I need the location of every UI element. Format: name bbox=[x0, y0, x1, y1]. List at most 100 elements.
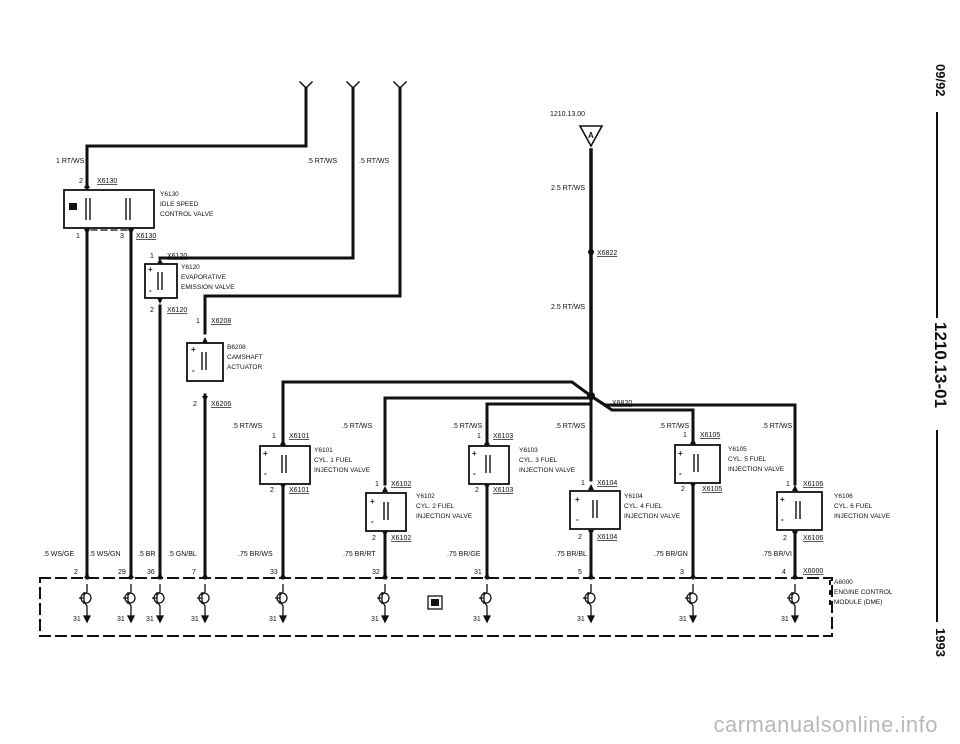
svg-text:+: + bbox=[370, 497, 375, 506]
connector-label: X6103 bbox=[493, 487, 513, 494]
pin-number: 1 bbox=[683, 432, 687, 439]
wire-label: .5 BR bbox=[138, 551, 156, 558]
wire-label: 2.5 RT/WS bbox=[551, 185, 585, 192]
component-desc: INJECTION VALVE bbox=[519, 467, 576, 474]
component-desc: MODULE (DME) bbox=[834, 599, 882, 606]
component-desc: INJECTION VALVE bbox=[314, 467, 371, 474]
wire-label: .5 RT/WS bbox=[359, 158, 390, 165]
dme-driver-transistor bbox=[787, 584, 800, 624]
connector-label: X6106 bbox=[803, 481, 823, 488]
svg-text:-: - bbox=[781, 515, 784, 524]
svg-text:+: + bbox=[263, 449, 268, 458]
dme-pin-number: 33 bbox=[270, 569, 278, 576]
dme-module-outline bbox=[39, 577, 833, 637]
ground-pin-label: 31 bbox=[146, 616, 154, 623]
y6104-injector bbox=[569, 490, 621, 530]
component-desc: INJECTION VALVE bbox=[416, 513, 473, 520]
dme-pin-number: 29 bbox=[118, 569, 126, 576]
component-id: Y6130 bbox=[160, 191, 179, 198]
ground-pin-label: 31 bbox=[577, 616, 585, 623]
wire-label: .5 RT/WS bbox=[555, 423, 586, 430]
svg-text:+: + bbox=[780, 495, 785, 504]
dme-driver-transistor bbox=[123, 584, 136, 624]
pin-number: 2 bbox=[150, 307, 154, 314]
connector-label: X6822 bbox=[597, 250, 617, 257]
dme-pin-number: 36 bbox=[147, 569, 155, 576]
connector-label: X6104 bbox=[597, 480, 617, 487]
svg-text:-: - bbox=[264, 469, 267, 478]
date-code: 09/92 bbox=[933, 64, 948, 97]
connector-label: X6102 bbox=[391, 481, 411, 488]
wire-label: .5 RT/WS bbox=[342, 423, 373, 430]
injector-bus bbox=[281, 380, 594, 451]
dme-pin-number: 5 bbox=[578, 569, 582, 576]
dme-driver-transistor bbox=[685, 584, 698, 624]
wire-label: .5 WS/GE bbox=[43, 551, 74, 558]
connector-label: X6101 bbox=[289, 487, 309, 494]
dme-pin-number: 7 bbox=[192, 569, 196, 576]
dme-pin-number: 2 bbox=[74, 569, 78, 576]
connector-label: X6120 bbox=[167, 253, 187, 260]
component-id: Y6103 bbox=[519, 447, 538, 454]
ground-pin-label: 31 bbox=[73, 616, 81, 623]
dme-driver-transistor bbox=[377, 584, 390, 624]
component-desc: EMISSION VALVE bbox=[181, 284, 235, 291]
dme-driver-transistor bbox=[152, 584, 165, 624]
ground-pin-label: 31 bbox=[117, 616, 125, 623]
svg-text:-: - bbox=[473, 469, 476, 478]
component-id: B6208 bbox=[227, 344, 246, 351]
pin-number: 2 bbox=[681, 486, 685, 493]
wire-label: .75 BR/VI bbox=[762, 551, 792, 558]
wire-label: .75 BR/BL bbox=[555, 551, 587, 558]
wire-label: .5 RT/WS bbox=[762, 423, 793, 430]
connector-a-label: A bbox=[588, 131, 594, 140]
component-desc: IDLE SPEED bbox=[160, 201, 199, 208]
component-desc: CONTROL VALVE bbox=[160, 211, 214, 218]
page-ref: 1210.13.00 bbox=[550, 111, 585, 118]
component-desc: INJECTION VALVE bbox=[728, 466, 785, 473]
pin-number: 3 bbox=[120, 233, 124, 240]
watermark: carmanualsonline.info bbox=[713, 712, 938, 737]
svg-text:-: - bbox=[679, 469, 682, 478]
component-desc: EVAPORATIVE bbox=[181, 274, 227, 281]
pin-number: 2 bbox=[783, 535, 787, 542]
ground-pin-label: 31 bbox=[371, 616, 379, 623]
connector-label: X6105 bbox=[700, 432, 720, 439]
pin-number: 2 bbox=[475, 487, 479, 494]
connector-label: X6820 bbox=[612, 400, 632, 407]
wire-label: .5 RT/WS bbox=[659, 423, 690, 430]
wire-label: .5 RT/WS bbox=[232, 423, 263, 430]
dme-driver-transistor bbox=[275, 584, 288, 624]
component-id: Y6105 bbox=[728, 446, 747, 453]
wire-label: .75 BR/GN bbox=[654, 551, 688, 558]
pin-number: 1 bbox=[786, 481, 790, 488]
svg-text:+: + bbox=[191, 345, 196, 354]
pin-number: 2 bbox=[79, 178, 83, 185]
component-id: Y6101 bbox=[314, 447, 333, 454]
svg-text:-: - bbox=[192, 366, 195, 375]
pin-number: 2 bbox=[578, 534, 582, 541]
wire-label: .5 RT/WS bbox=[452, 423, 483, 430]
y6103-injector bbox=[468, 445, 510, 485]
connector-label: X6104 bbox=[597, 534, 617, 541]
svg-text:+: + bbox=[472, 449, 477, 458]
document-number: 1210.13-01 bbox=[931, 322, 950, 409]
component-desc: CYL. 6 FUEL bbox=[834, 503, 873, 510]
svg-text:+: + bbox=[148, 265, 153, 274]
connector-label: X6130 bbox=[136, 233, 156, 240]
pin-number: 1 bbox=[196, 318, 200, 325]
connector-a-triangle bbox=[578, 125, 604, 148]
component-id: Y6102 bbox=[416, 493, 435, 500]
connector-label: X6206 bbox=[211, 401, 231, 408]
wire-label: .5 WS/GN bbox=[89, 551, 121, 558]
pin-number: 2 bbox=[372, 535, 376, 542]
dme-driver-transistor bbox=[197, 584, 210, 624]
component-desc: CYL. 1 FUEL bbox=[314, 457, 353, 464]
wire-05-rtws-a bbox=[158, 86, 355, 260]
wire-label: .75 BR/GE bbox=[447, 551, 481, 558]
connector-label: X6130 bbox=[97, 178, 117, 185]
component-id: Y6104 bbox=[624, 493, 643, 500]
dme-pin-number: 32 bbox=[372, 569, 380, 576]
connector-label: X6120 bbox=[167, 307, 187, 314]
